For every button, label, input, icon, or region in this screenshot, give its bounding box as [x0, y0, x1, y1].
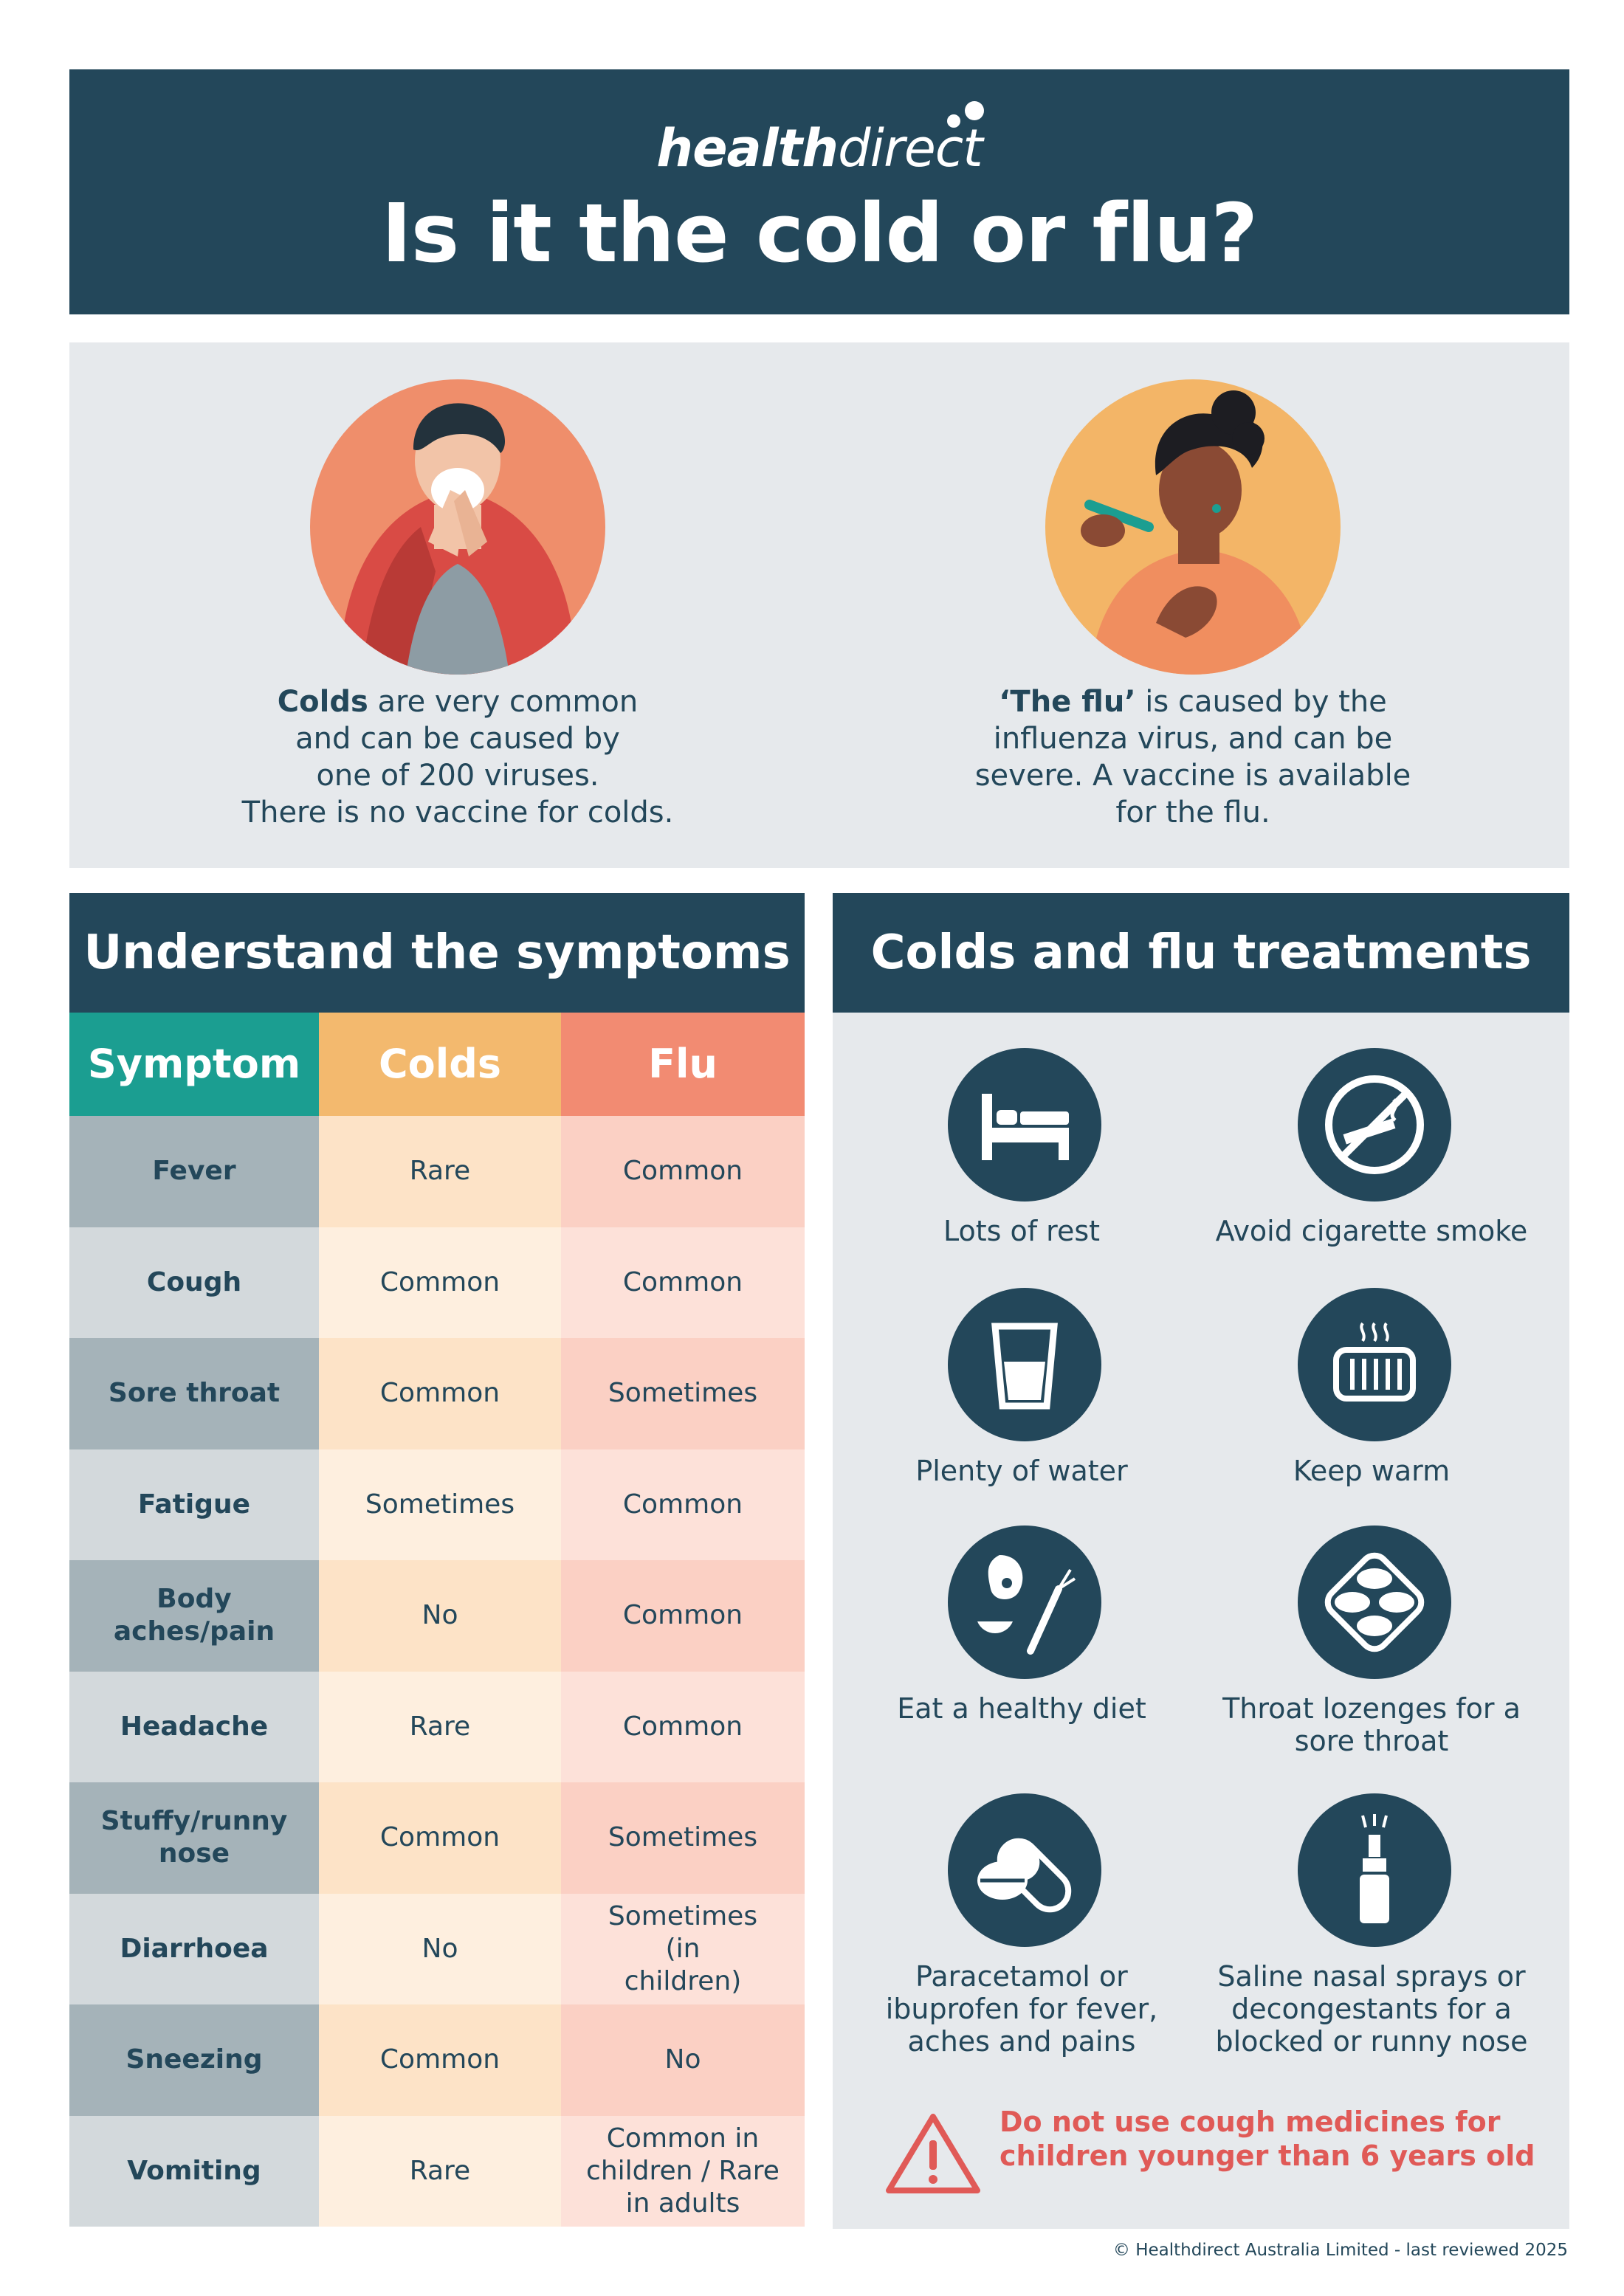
logo-dots-icon [947, 101, 984, 128]
flu-cell: Common [561, 1227, 805, 1338]
flu-person-illustration [1045, 379, 1341, 675]
brand-logo: healthdirect [656, 118, 983, 179]
lozenges-icon [1298, 1526, 1451, 1679]
table-row: Stuffy/runny nose Common Sometimes [69, 1782, 805, 1894]
symptoms-table-body: Fever Rare Common Cough Common Common So… [69, 1116, 805, 2227]
page-title: Is it the cold or flu? [381, 186, 1258, 280]
treatment-label: Saline nasal sprays or decongestants for… [1215, 1960, 1528, 2058]
flu-cell: Common in children / Rare in adults [561, 2115, 805, 2227]
treatments-panel: Colds and flu treatments Lots of rest Av… [833, 893, 1569, 2229]
treatment-label: Lots of rest [943, 1215, 1101, 1247]
flu-cell: Common [561, 1671, 805, 1782]
flu-cell: Common [561, 1116, 805, 1227]
colds-cell: Common [319, 2004, 561, 2116]
treatment-label: Plenty of water [915, 1455, 1128, 1487]
table-row: Fever Rare Common [69, 1116, 805, 1227]
colds-cell: Rare [319, 1671, 561, 1782]
symptom-cell: Body aches/pain [69, 1560, 319, 1672]
table-row: Fatigue Sometimes Common [69, 1449, 805, 1560]
treatment-label: Paracetamol or ibuprofen for fever, ache… [885, 1960, 1158, 2058]
colds-cell: No [319, 1560, 561, 1672]
colds-cell: Common [319, 1227, 561, 1338]
bed-icon [948, 1048, 1101, 1202]
symptom-cell: Vomiting [69, 2115, 319, 2227]
flu-cell: Common [561, 1449, 805, 1560]
table-row: Body aches/pain No Common [69, 1560, 805, 1672]
symptom-cell: Sore throat [69, 1338, 319, 1449]
symptoms-heading: Understand the symptoms [69, 893, 805, 1013]
symptoms-panel: Understand the symptoms Symptom Colds Fl… [69, 893, 805, 2229]
table-row: Diarrhoea No Sometimes (in children) [69, 1893, 805, 2004]
no-smoking-icon [1298, 1048, 1451, 1202]
treatment-label: Throat lozenges for a sore throat [1222, 1692, 1521, 1757]
warning-icon [886, 2114, 980, 2193]
symptom-cell: Fatigue [69, 1449, 319, 1560]
intro-section: Colds are very common and can be caused … [69, 342, 1569, 868]
table-row: Vomiting Rare Common in children / Rare … [69, 2115, 805, 2227]
symptom-cell: Diarrhoea [69, 1893, 319, 2004]
colds-cell: Common [319, 1338, 561, 1449]
table-row: Headache Rare Common [69, 1671, 805, 1782]
column-header-colds: Colds [319, 1013, 561, 1116]
column-header-symptom: Symptom [69, 1013, 319, 1116]
table-row: Sore throat Common Sometimes [69, 1338, 805, 1449]
flu-description: ‘The flu’ is caused by the influenza vir… [974, 685, 1411, 830]
footer-copyright: © Healthdirect Australia Limited - last … [1112, 2241, 1568, 2260]
colds-cell: Rare [319, 1116, 561, 1227]
flu-cell: Sometimes [561, 1338, 805, 1449]
food-icon [948, 1526, 1101, 1679]
colds-cell: Common [319, 1782, 561, 1894]
symptom-cell: Fever [69, 1116, 319, 1227]
flu-cell: Sometimes [561, 1782, 805, 1894]
symptom-cell: Cough [69, 1227, 319, 1338]
symptom-cell: Sneezing [69, 2004, 319, 2116]
flu-cell: Common [561, 1560, 805, 1672]
warning-text: Do not use cough medicines for children … [999, 2106, 1535, 2172]
flu-cell: No [561, 2004, 805, 2116]
nasal-spray-icon [1298, 1793, 1451, 1947]
treatment-label: Avoid cigarette smoke [1215, 1215, 1528, 1247]
colds-cell: Rare [319, 2115, 561, 2227]
pills-icon [948, 1793, 1101, 1947]
table-row: Cough Common Common [69, 1227, 805, 1338]
heater-icon [1298, 1288, 1451, 1441]
symptom-cell: Stuffy/runny nose [69, 1782, 319, 1894]
cold-description: Colds are very common and can be caused … [241, 685, 674, 830]
cold-person-illustration [310, 379, 605, 675]
symptom-cell: Headache [69, 1671, 319, 1782]
column-header-flu: Flu [561, 1013, 805, 1116]
water-glass-icon [948, 1288, 1101, 1441]
treatments-heading: Colds and flu treatments [833, 893, 1569, 1013]
colds-cell: No [319, 1893, 561, 2004]
table-row: Sneezing Common No [69, 2004, 805, 2116]
colds-cell: Sometimes [319, 1449, 561, 1560]
treatment-label: Eat a healthy diet [897, 1692, 1146, 1725]
treatment-label: Keep warm [1293, 1455, 1451, 1487]
warning-notice: Do not use cough medicines for children … [884, 2103, 1549, 2199]
header-banner: healthdirect Is it the cold or flu? [69, 69, 1569, 314]
flu-cell: Sometimes (in children) [561, 1893, 805, 2004]
